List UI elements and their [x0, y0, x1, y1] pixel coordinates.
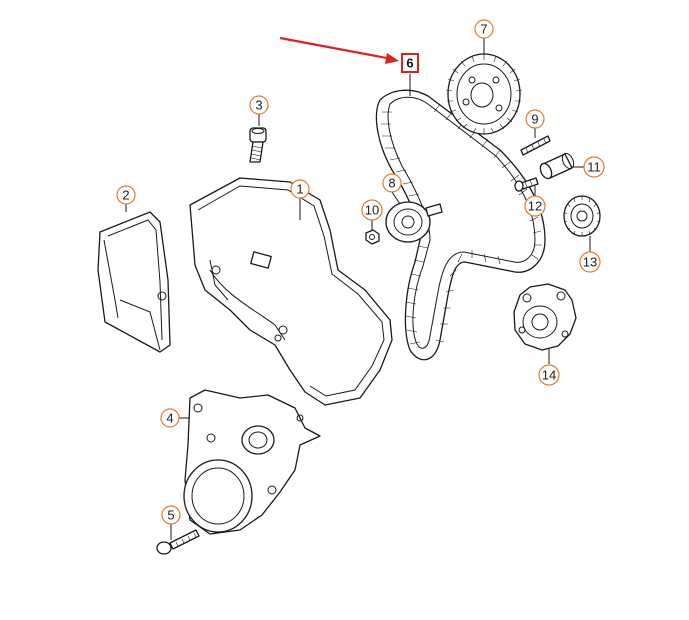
- callout-2: 2: [116, 185, 136, 205]
- callout-11-label: 11: [587, 160, 601, 175]
- callout-4: 4: [160, 408, 180, 428]
- callout-9-label: 9: [531, 112, 538, 127]
- part-11-sleeve: [539, 152, 584, 180]
- callout-3-label: 3: [255, 98, 262, 113]
- part-12-bolt: [514, 177, 539, 198]
- callout-7-label: 7: [480, 22, 487, 37]
- callout-1: 1: [290, 179, 310, 199]
- part-8-tensioner-roller: [385, 191, 443, 243]
- callout-12: 12: [524, 195, 546, 217]
- highlight-arrow: [279, 36, 399, 64]
- callout-8: 8: [382, 173, 402, 193]
- callout-13: 13: [579, 251, 601, 273]
- callout-7: 7: [474, 19, 494, 39]
- callout-12-label: 12: [528, 199, 542, 214]
- callout-6: 6: [401, 53, 419, 73]
- callout-3: 3: [249, 95, 269, 115]
- callout-10-label: 10: [365, 203, 379, 218]
- callout-6-label: 6: [406, 56, 413, 71]
- callout-14-label: 14: [542, 368, 556, 383]
- callout-5-label: 5: [167, 508, 174, 523]
- part-6-timing-belt: [375, 74, 546, 361]
- callout-10: 10: [361, 199, 383, 221]
- callout-11: 11: [583, 156, 605, 178]
- part-7-cam-sprocket: [445, 37, 523, 135]
- callout-5: 5: [161, 505, 181, 525]
- part-2-small-cover: [97, 198, 171, 353]
- part-1-main-cover: [189, 177, 393, 406]
- part-5-long-bolt: [156, 523, 200, 555]
- part-13-crank-sprocket: [563, 195, 601, 252]
- callout-9: 9: [525, 109, 545, 129]
- callout-8-label: 8: [388, 176, 395, 191]
- part-14-water-pump: [513, 283, 577, 364]
- callout-4-label: 4: [166, 411, 173, 426]
- part-4-rear-bracket: [178, 389, 321, 535]
- callout-2-label: 2: [122, 188, 129, 203]
- callout-13-label: 13: [583, 255, 597, 270]
- callout-14: 14: [538, 364, 560, 386]
- part-10-nut: [365, 220, 380, 245]
- callout-1-label: 1: [296, 182, 303, 197]
- part-9-stud: [520, 127, 551, 156]
- part-3-bolt: [249, 112, 267, 163]
